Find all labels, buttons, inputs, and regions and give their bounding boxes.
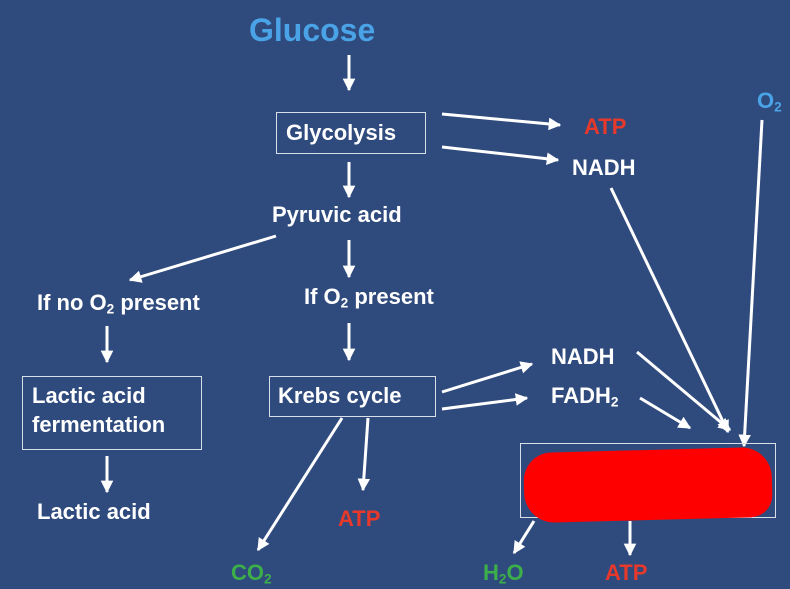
arrow-krebs-to-co2 [256, 417, 344, 552]
arrow-fadh-to-etc [639, 396, 692, 430]
oxygen-sub: 2 [774, 99, 782, 115]
co2-sub: 2 [264, 571, 272, 587]
krebs-cycle-label: Krebs cycle [278, 383, 402, 408]
oxygen-main: O [757, 88, 775, 113]
nadh-krebs-label: NADH [551, 344, 615, 369]
no-o2-suffix: present [114, 290, 200, 315]
arrow-etc-to-h2o [512, 520, 536, 555]
o2-present-label: If O2 present [304, 284, 434, 311]
h2o-o: O [506, 560, 524, 585]
arrow-o2-to-etc [738, 119, 764, 448]
h2o-h: H [483, 560, 499, 585]
fadh-sub: 2 [610, 394, 619, 410]
arrow-pyruvic-to-no-o2 [128, 234, 277, 283]
arrow-glycolysis-to-atp [441, 112, 562, 131]
arrow-krebs-to-fadh [441, 393, 529, 411]
arrow-krebs-to-atp [357, 417, 371, 492]
co2-main: CO [231, 560, 264, 585]
co2-label: CO2 [231, 560, 272, 587]
redaction-scribble [523, 446, 773, 524]
atp-krebs-label: ATP [338, 506, 381, 531]
glycolysis-label: Glycolysis [286, 120, 397, 145]
h2o-label: H2O [483, 560, 524, 587]
arrow-krebs-to-nadh [441, 361, 534, 394]
lactic-acid-label: Lactic acid [37, 499, 151, 524]
nadh-glycolysis-label: NADH [572, 155, 636, 180]
atp-etc-label: ATP [605, 560, 648, 585]
fadh-main: FADH [551, 383, 611, 408]
lactic-fermentation-line2: fermentation [32, 412, 166, 437]
fadh-label: FADH2 [551, 383, 619, 410]
arrow-glycolysis-to-nadh [441, 145, 560, 165]
no-o2-prefix: If no O [37, 290, 107, 315]
glucose-label: Glucose [249, 12, 376, 48]
o2-suffix: present [348, 284, 434, 309]
h2o-sub: 2 [498, 571, 507, 587]
o2-sub: 2 [340, 295, 349, 311]
pyruvic-acid-label: Pyruvic acid [272, 202, 402, 227]
arrow-nadh-krebs-to-etc [636, 350, 731, 432]
lactic-fermentation-box: Lactic acid fermentation [22, 376, 202, 450]
arrow-nadh-glycolysis-to-etc [609, 187, 730, 434]
krebs-cycle-box: Krebs cycle [269, 376, 436, 417]
o2-prefix: If O [304, 284, 341, 309]
no-o2-label: If no O2 present [37, 290, 200, 317]
glycolysis-box: Glycolysis [276, 112, 426, 154]
lactic-fermentation-line1: Lactic acid [32, 383, 146, 408]
atp-glycolysis-label: ATP [584, 114, 627, 139]
no-o2-sub: 2 [106, 301, 115, 317]
oxygen-label: O2 [757, 88, 782, 115]
